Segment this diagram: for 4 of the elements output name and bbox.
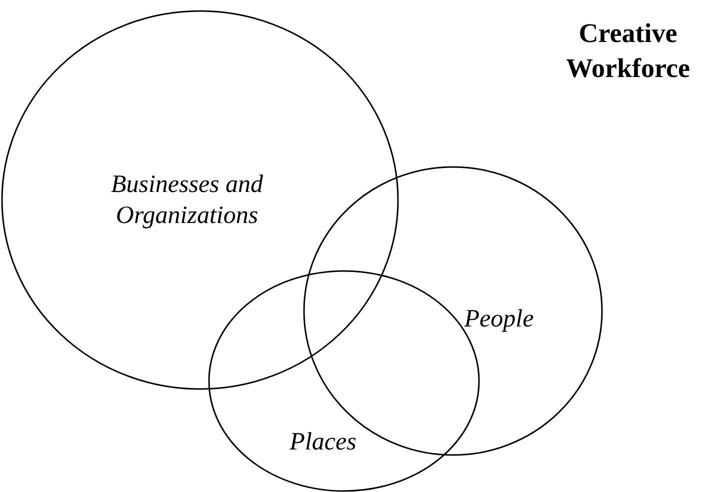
circle-label: People xyxy=(463,304,535,334)
circle-label: Places xyxy=(288,427,358,458)
diagram-title: Creative Workforce xyxy=(565,17,691,86)
circle-label: Businesses and Organizations xyxy=(110,170,264,231)
